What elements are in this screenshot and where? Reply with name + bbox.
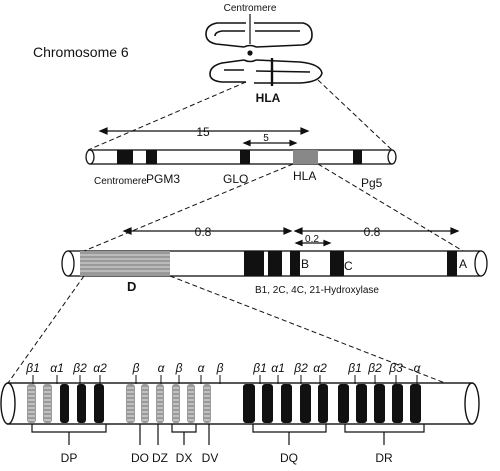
chromatid-lower-right-inner — [255, 70, 311, 73]
gene-band-17 — [356, 384, 367, 423]
level2-chromosome-bar — [85, 149, 397, 165]
gene-band-18 — [374, 384, 385, 423]
gene-band-12 — [262, 384, 273, 423]
band-pgm3 — [146, 150, 157, 164]
band-hla — [293, 150, 318, 164]
gene-label-2: β2 — [72, 361, 87, 375]
l2-pgm3-label: PGM3 — [146, 172, 180, 186]
distance-0-8-left-label: 0.8 — [195, 225, 212, 239]
subregion-dz-label: DZ — [152, 451, 168, 465]
subregion-do-label: DO — [131, 451, 149, 465]
centromere-pinch-upper — [243, 44, 257, 48]
chromatid-upper-left-inner — [214, 30, 245, 37]
gene-band-3 — [77, 384, 86, 423]
distance-5-label: 5 — [263, 133, 269, 144]
region-b3-band — [290, 251, 300, 276]
chromatid-upper-right — [254, 22, 313, 48]
l2-centromere-label: Centromere — [94, 176, 147, 187]
gene-label-7: α — [198, 361, 206, 375]
subregion-dr-label: DR — [375, 451, 393, 465]
gene-note-label: B1, 2C, 4C, 21-Hydroxylase — [255, 285, 379, 296]
guide-line-l3-right — [317, 163, 464, 252]
level2-distance-arrows — [98, 127, 310, 147]
l2-pg5-label: Pg5 — [361, 176, 383, 190]
bracket-dp — [31, 424, 107, 433]
region-d-hatch-lines — [80, 254, 170, 272]
region-d-label: D — [127, 279, 136, 294]
region-c-label: C — [344, 259, 353, 273]
guide-line-l3-left — [83, 163, 294, 252]
gene-band-15 — [318, 384, 328, 423]
gene-label-8: β — [216, 361, 224, 375]
region-a-band — [447, 251, 457, 276]
distance-0-2-label: 0.2 — [305, 234, 319, 245]
gene-label-4: β — [132, 361, 140, 375]
chromosome-hla-label: HLA — [256, 91, 281, 105]
chromatid-lower-right — [254, 59, 323, 84]
band-centromere — [117, 150, 133, 164]
bracket-dr — [344, 424, 425, 433]
region-b1-band — [244, 251, 264, 276]
gene-label-9: β1 — [252, 361, 267, 375]
distance-15-label: 15 — [196, 125, 210, 139]
region-c-band — [330, 251, 344, 276]
gene-label-14: β2 — [367, 361, 382, 375]
subregion-dq-label: DQ — [280, 451, 298, 465]
region-a-label: A — [459, 257, 467, 271]
distance-0-8-right-label: 0.8 — [364, 225, 381, 239]
subregion-dx-label: DX — [176, 451, 193, 465]
guide-line-l4-left — [7, 275, 85, 384]
gene-band-2 — [60, 384, 69, 423]
chromosome-title: Chromosome 6 — [33, 44, 129, 60]
gene-label-15: β3 — [388, 361, 403, 375]
gene-label-5: α — [158, 361, 166, 375]
centromere-dot — [247, 50, 253, 56]
band-glo — [240, 150, 250, 164]
subregion-brackets — [31, 424, 425, 445]
gene-label-1: α1 — [50, 361, 64, 375]
gene-band-13 — [281, 384, 292, 423]
chromatid-upper-left — [205, 22, 246, 48]
chromatid-lower-left — [209, 59, 246, 83]
gene-label-10: α1 — [271, 361, 285, 375]
guide-line-l2-left — [87, 81, 247, 151]
gene-label-13: β1 — [347, 361, 362, 375]
guide-line-l2-right — [317, 79, 393, 151]
subregion-dv-label: DV — [202, 451, 219, 465]
centromere-label: Centromere — [224, 3, 277, 14]
gene-band-19 — [392, 384, 403, 423]
gene-label-11: β2 — [293, 361, 308, 375]
gene-band-14 — [300, 384, 311, 423]
level4-bar-body — [0, 382, 480, 425]
gene-label-6: β — [175, 361, 183, 375]
gene-label-12: α2 — [313, 361, 327, 375]
l2-hla-label: HLA — [293, 169, 316, 183]
band-pg5 — [353, 150, 362, 164]
gene-band-16 — [338, 384, 349, 423]
gene-label-0: β1 — [25, 361, 40, 375]
centromere-pinch-lower — [243, 59, 257, 63]
gene-band-20 — [410, 384, 421, 423]
guide-line-l4-right — [169, 275, 446, 384]
region-b2-band — [268, 251, 282, 276]
level3-distance-arrows — [122, 227, 460, 247]
gene-band-4 — [94, 384, 104, 423]
level4-gene-bands — [27, 384, 421, 423]
subregion-dp-label: DP — [61, 451, 78, 465]
bracket-dq — [252, 424, 327, 433]
l2-glo-label: GLO — [223, 172, 248, 186]
region-b-label: B — [301, 257, 309, 271]
gene-band-11 — [243, 384, 255, 423]
gene-label-3: α2 — [93, 361, 107, 375]
chromosome-6 — [205, 22, 323, 84]
gene-label-16: α — [414, 361, 422, 375]
bracket-dx — [171, 424, 197, 433]
